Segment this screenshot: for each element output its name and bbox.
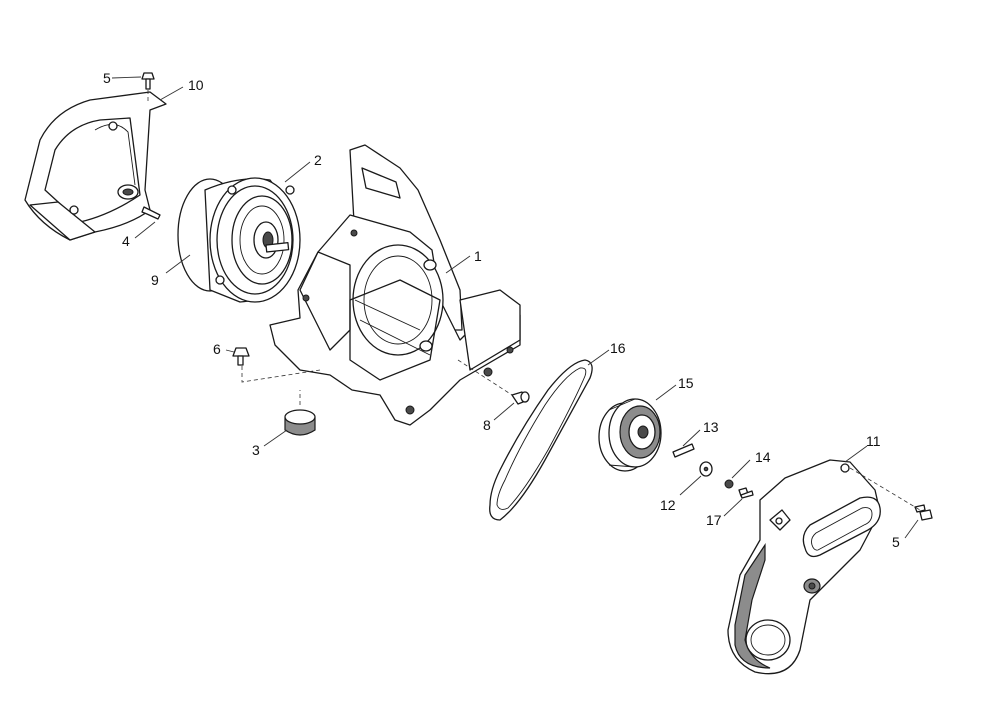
assembly-lines [147,90,921,511]
callout-14: 14 [755,449,771,465]
callout-2: 2 [314,152,322,168]
callout-6: 6 [213,341,221,357]
spacer-8 [511,391,530,405]
drive-belt [489,359,593,521]
callout-17: 17 [706,512,722,528]
callout-11: 11 [866,433,881,449]
callout-8: 8 [483,417,491,433]
key-13 [672,443,695,458]
bolt-17 [738,487,754,499]
bolt-4 [141,206,161,220]
callout-12: 12 [660,497,676,513]
callout-16: 16 [610,340,626,356]
callout-4: 4 [122,233,130,249]
engine-assembly [177,177,301,303]
upper-guard [24,91,167,241]
bolt-6 [232,347,250,366]
pulley [598,398,662,472]
callout-15: 15 [678,375,694,391]
rubber-mount [284,409,316,436]
callout-labels: 5 10 2 1 4 9 6 3 8 16 15 13 11 14 12 17 … [103,70,900,550]
belt-guard [727,459,881,675]
callout-9: 9 [151,272,159,288]
bolt-5-lower [914,504,933,521]
bolt-5-upper [141,72,155,90]
main-frame [269,144,521,426]
leader-lines [111,76,919,539]
washer-12 [699,461,713,477]
callout-1: 1 [474,248,482,264]
lock-washer-14 [724,479,734,489]
callout-13: 13 [703,419,719,435]
callout-5-lower: 5 [892,534,900,550]
callout-3: 3 [252,442,260,458]
callout-10: 10 [188,77,204,93]
callout-5-upper: 5 [103,70,111,86]
